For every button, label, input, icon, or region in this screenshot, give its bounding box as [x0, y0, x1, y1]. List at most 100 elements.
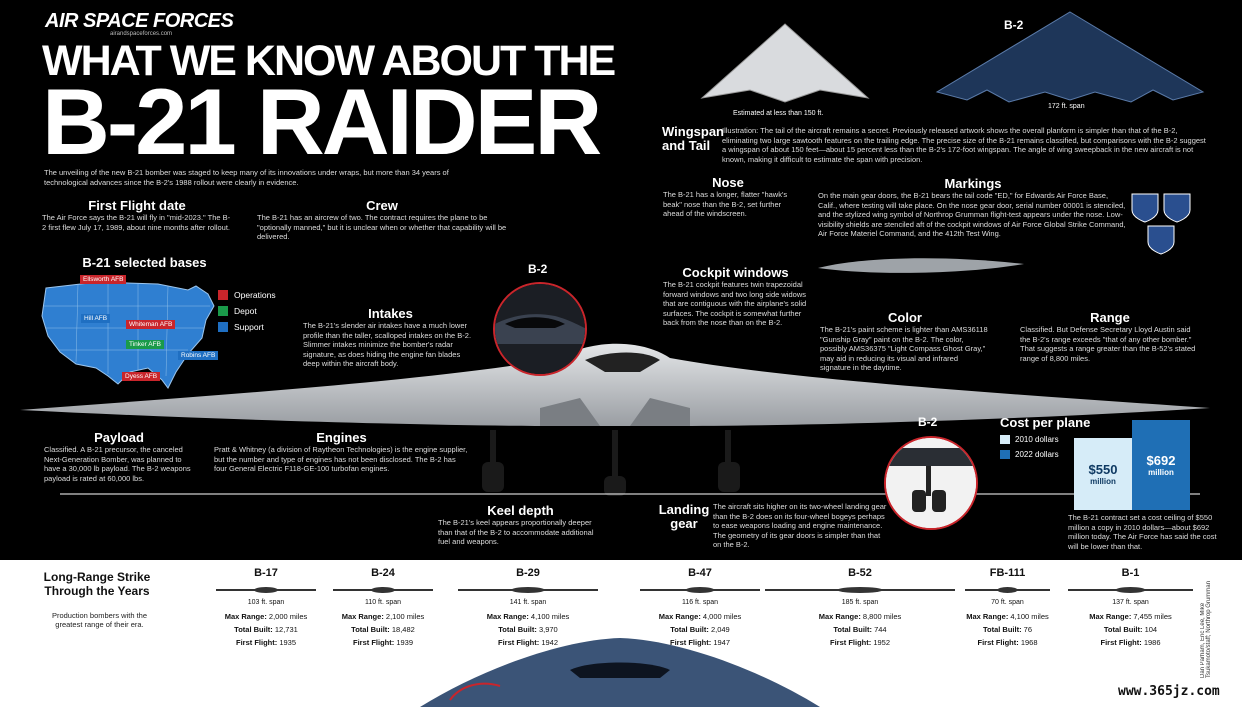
landing-text: The aircraft sits higher on its two-whee… [713, 502, 887, 549]
legend-support: Support [218, 322, 276, 332]
b2-planform-icon [935, 11, 1205, 103]
b2-intake-icon [495, 284, 585, 374]
cockpit-section: Cockpit windows The B-21 cockpit feature… [663, 265, 808, 328]
b2-gear-icon [886, 438, 976, 528]
cost-legend-2010-label: 2010 dollars [1015, 435, 1059, 444]
b21-aircraft-front-icon [20, 343, 1210, 496]
bomber-silhouette-icon [640, 587, 760, 593]
first-flight-label: First Flight: [1100, 638, 1142, 647]
first-flight-value: 1986 [1143, 638, 1161, 647]
air-space-forces-logo: AIR SPACE FORCES [45, 10, 234, 32]
max-range-label: Max Range: [818, 612, 861, 621]
first-flight-label: First Flight: [829, 638, 872, 647]
base-tag-dyess: Dyess AFB [122, 372, 161, 381]
nose-text: The B-21 has a longer, flatter "hawk's b… [663, 190, 788, 218]
credit-text: Dan Parham, Eric Lee, Mike Tsukamoto/sta… [1200, 581, 1212, 678]
b21-span-caption: Estimated at less than 150 ft. [733, 110, 824, 117]
bomber-silhouette-icon [333, 587, 433, 593]
total-built-label: Total Built: [351, 625, 390, 634]
nose-section: Nose The B-21 has a longer, flatter "haw… [663, 175, 793, 219]
b21-side-view-icon [818, 258, 1024, 273]
markings-text: On the main gear doors, the B-21 bears t… [818, 191, 1126, 238]
legend-operations: Operations [218, 290, 276, 300]
engines-section: Engines Pratt & Whitney (a division of R… [214, 430, 469, 474]
total-built-label: Total Built: [833, 625, 872, 634]
color-text: The B-21's paint scheme is lighter than … [820, 325, 988, 372]
bomber-name: FB-111 [989, 567, 1026, 579]
support-swatch [218, 322, 228, 332]
max-range-label: Max Range: [224, 612, 267, 621]
swatch-2010 [1000, 435, 1010, 444]
max-range-label: Max Range: [1089, 612, 1132, 621]
total-built-label: Total Built: [982, 625, 1022, 634]
b2-gear-circle [884, 436, 978, 530]
payload-title: Payload [94, 430, 144, 445]
bomber-span: 141 ft. span [509, 599, 547, 606]
total-built-label: Total Built: [234, 625, 273, 634]
markings-section: Markings On the main gear doors, the B-2… [818, 176, 1128, 239]
bomber-name: B-29 [516, 567, 540, 579]
payload-text: Classified. A B-21 precursor, the cancel… [44, 445, 191, 483]
b2-intake-label: B-2 [528, 262, 548, 276]
max-range-value: 4,100 miles [1010, 612, 1049, 621]
range-section: Range Classified. But Defense Secretary … [1020, 310, 1200, 363]
legend-depot-label: Depot [234, 306, 257, 316]
legend-support-label: Support [234, 322, 264, 332]
engines-title: Engines [316, 430, 367, 445]
unit-shields-icon [1131, 193, 1191, 255]
first-flight-value: 1942 [541, 638, 559, 647]
payload-section: Payload Classified. A B-21 precursor, th… [44, 430, 194, 483]
crew-title: Crew [366, 198, 398, 213]
first-flight-section: First Flight date The Air Force says the… [42, 198, 232, 232]
base-tag-whiteman: Whiteman AFB [126, 320, 176, 329]
bomber-span: 116 ft. span [681, 599, 719, 606]
max-range-label: Max Range: [658, 612, 701, 621]
b2-gear-label: B-2 [918, 415, 938, 429]
legend-depot: Depot [218, 306, 276, 316]
logo-url: airandspaceforces.com [110, 31, 173, 37]
us-map: Ellsworth AFB Hill AFB Whiteman AFB Tink… [38, 275, 228, 394]
keel-section: Keel depth The B-21's keel appears propo… [438, 503, 603, 547]
bases-legend: Operations Depot Support [218, 290, 276, 338]
total-built-value: 2,049 [710, 625, 730, 634]
bases-title: B-21 selected bases [82, 255, 207, 270]
bomber-span: 70 ft. span [991, 599, 1024, 606]
base-tag-robins: Robins AFB [178, 351, 219, 360]
wingspan-text: Illustration: The tail of the aircraft r… [722, 126, 1206, 164]
first-flight-value: 1952 [873, 638, 891, 647]
total-built-value: 76 [1023, 625, 1033, 634]
first-flight-label: First Flight: [669, 638, 712, 647]
first-flight-value: 1947 [713, 638, 731, 647]
bomber-silhouette-icon [216, 587, 316, 593]
cost-note: The B-21 contract set a cost ceiling of … [1068, 513, 1217, 551]
bomber-name: B-52 [848, 567, 872, 579]
bomber-silhouette-icon [965, 587, 1050, 593]
total-built-value: 104 [1144, 625, 1158, 634]
bomber-silhouette-icon [458, 587, 598, 593]
first-flight-label: First Flight: [977, 638, 1019, 647]
cockpit-text: The B-21 cockpit features twin trapezoid… [663, 280, 807, 327]
b2-intake-circle [493, 282, 587, 376]
base-tag-hill: Hill AFB [81, 314, 111, 323]
long-range-subtitle: Production bombers with the greatest ran… [51, 610, 148, 630]
max-range-value: 2,100 miles [385, 612, 425, 621]
cost-bar-value: $692 [1146, 453, 1176, 468]
range-title: Range [1090, 310, 1130, 325]
max-range-value: 2,000 miles [268, 612, 308, 621]
total-built-label: Total Built: [670, 625, 709, 634]
b2-span-caption: 172 ft. span [1048, 103, 1085, 110]
bomber-name: B-17 [254, 567, 278, 579]
base-tag-ellsworth: Ellsworth AFB [80, 275, 127, 284]
first-flight-label: First Flight: [235, 638, 278, 647]
depot-swatch [218, 306, 228, 316]
cost-legend: 2010 dollars 2022 dollars [1000, 435, 1059, 465]
total-built-value: 18,482 [391, 625, 415, 634]
max-range-label: Max Range: [966, 612, 1009, 621]
first-flight-label: First Flight: [352, 638, 395, 647]
intakes-text: The B-21's slender air intakes have a mu… [303, 321, 472, 368]
